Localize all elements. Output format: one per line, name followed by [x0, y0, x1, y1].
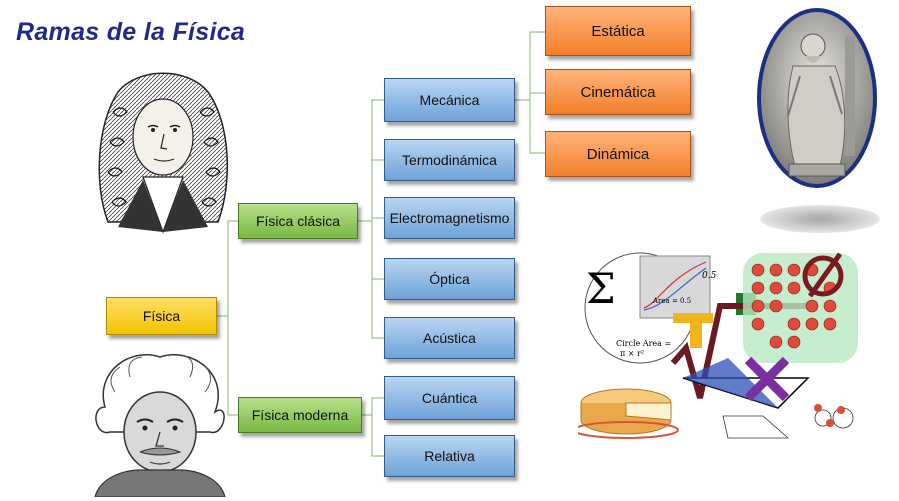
oval-shadow [760, 205, 880, 233]
newton-portrait [98, 72, 229, 234]
page-title: Ramas de la Física [16, 18, 246, 46]
math-collage: Σ Circle Area = π × r² Area = 0.5 0.5 [578, 252, 858, 439]
subbranch-mecanica: Mecánica [384, 78, 515, 122]
subbranch-relativa: Relativa [384, 435, 515, 477]
svg-text:π × r²: π × r² [620, 349, 644, 358]
subbranch-electromagnetismo: Electromagnetismo [384, 197, 515, 239]
branch-fisica-clasica: Física clásica [238, 203, 358, 239]
mechanics-cinematica: Cinemática [545, 69, 691, 115]
svg-text:0.5: 0.5 [702, 271, 717, 281]
subbranch-cuantica: Cuántica [384, 376, 515, 420]
subbranch-termodinamica: Termodinámica [384, 139, 515, 181]
galileo-statue-oval [757, 8, 877, 188]
einstein-portrait [94, 354, 226, 497]
subbranch-optica: Óptica [384, 258, 515, 300]
mechanics-estatica: Estática [545, 6, 691, 56]
svg-text:Area = 0.5: Area = 0.5 [652, 297, 691, 305]
root-node-fisica: Física [106, 297, 217, 335]
subbranch-acustica: Acústica [384, 317, 515, 359]
branch-fisica-moderna: Física moderna [238, 397, 362, 433]
svg-text:Σ: Σ [586, 264, 616, 313]
mechanics-dinamica: Dinámica [545, 131, 691, 177]
svg-text:Circle Area =: Circle Area = [616, 339, 671, 348]
